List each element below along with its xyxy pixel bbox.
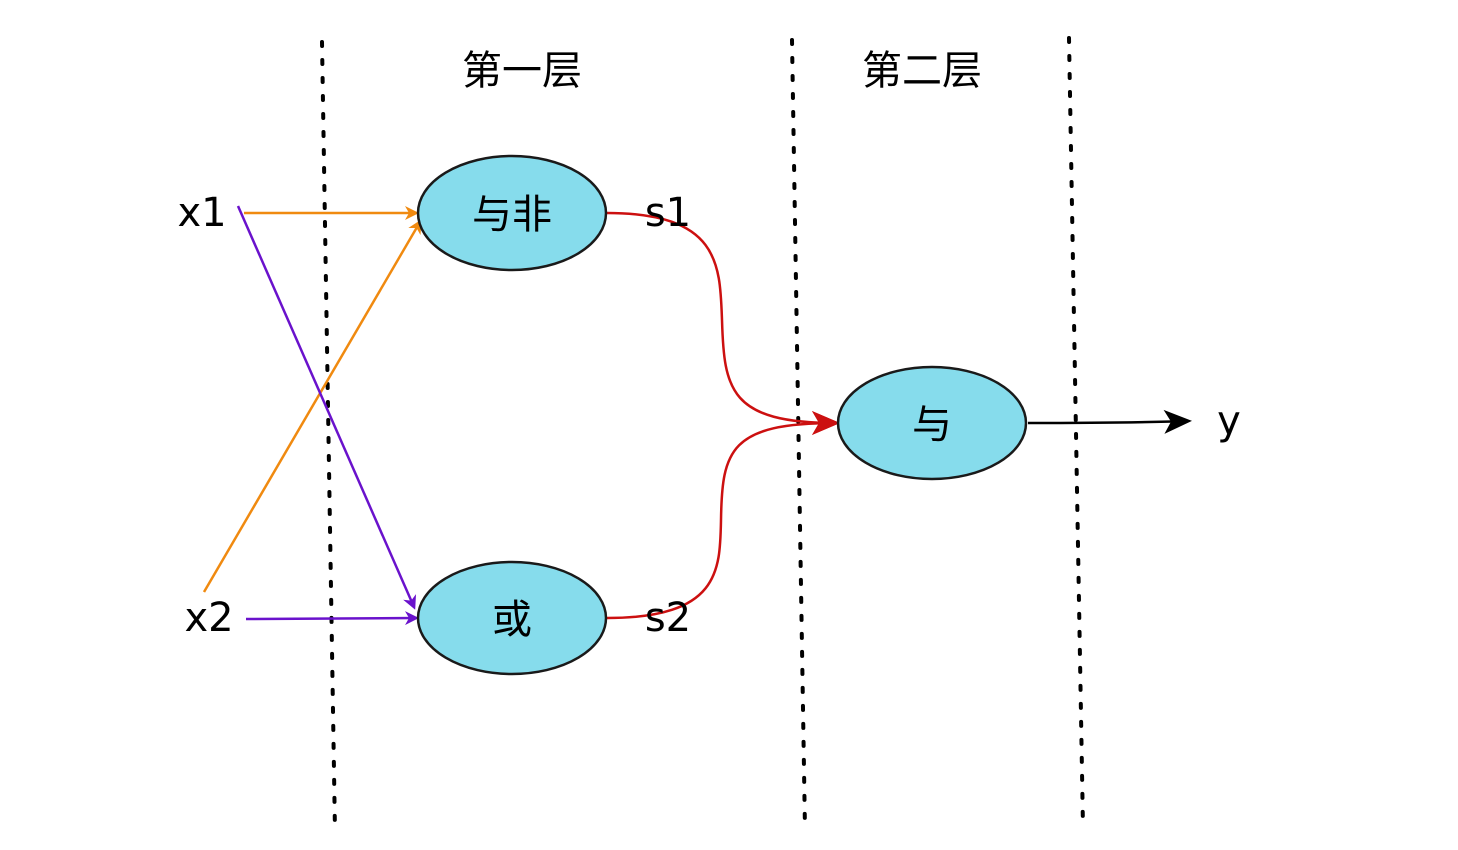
node-nand: 与非	[416, 154, 608, 272]
divider-left	[320, 40, 337, 834]
node-or: 或	[416, 560, 608, 676]
edge-x1-to-or	[236, 205, 416, 610]
edge-x2-to-nand	[202, 219, 422, 593]
output-y-label: y	[1217, 398, 1241, 444]
edge-s1-to-and	[606, 211, 840, 435]
node-or-label: 或	[492, 597, 532, 643]
input-x1-label: x1	[177, 190, 226, 236]
divider-right	[1067, 36, 1085, 830]
edge-s2-to-and	[606, 411, 840, 620]
node-and: 与	[836, 365, 1028, 481]
divider-middle	[790, 38, 807, 832]
layer-1-label: 第一层	[462, 48, 582, 94]
intermediate-s2-label: s2	[645, 595, 691, 641]
node-nand-label: 与非	[472, 192, 552, 238]
layer-2-label: 第二层	[862, 48, 982, 94]
edge-and-to-y	[1027, 409, 1192, 434]
intermediate-s1-label: s1	[645, 190, 691, 236]
edge-x2-to-or	[245, 611, 419, 626]
node-and-label: 与	[912, 402, 952, 448]
input-x2-label: x2	[184, 595, 233, 641]
